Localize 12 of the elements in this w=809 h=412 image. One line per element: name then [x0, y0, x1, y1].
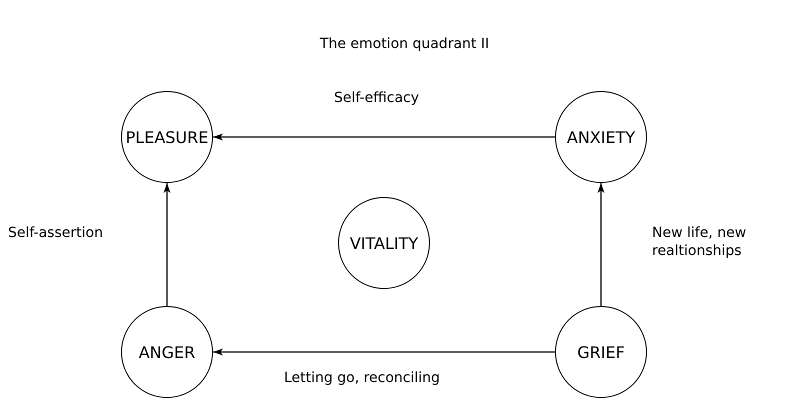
arrow [213, 134, 555, 140]
arrow [213, 348, 555, 356]
emotion-label: GRIEF [577, 342, 625, 362]
emotion-label: PLEASURE [126, 128, 208, 146]
diagram-title: The emotion quadrant II [318, 36, 490, 52]
emotion-label: VITALITY [350, 234, 418, 252]
edge-label: Self-efficacy [334, 89, 420, 107]
arrow [598, 183, 604, 306]
emotion-label: ANGER [138, 342, 196, 362]
arrow [164, 183, 170, 306]
edge-label: Letting go, reconciling [284, 369, 440, 387]
emotion-label: ANXIETY [566, 128, 636, 146]
